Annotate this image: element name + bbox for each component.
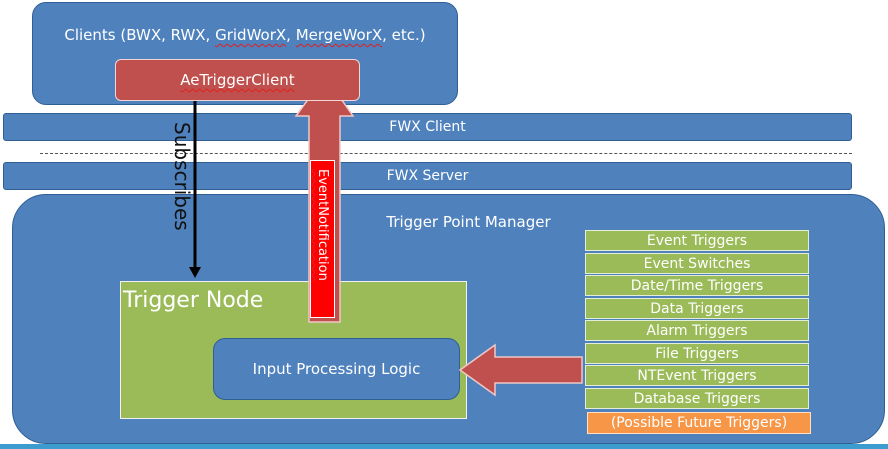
clients-title: Clients (BWX, RWX, GridWorX, MergeWorX, …	[64, 26, 426, 44]
future-trigger-item: (Possible Future Triggers)	[587, 412, 811, 434]
trigger-item: Date/Time Triggers	[585, 275, 809, 296]
trigger-item: NTEvent Triggers	[585, 365, 809, 386]
ae-trigger-client-box: AeTriggerClient	[115, 59, 360, 101]
input-processing-logic-box: Input Processing Logic	[213, 338, 460, 400]
trigger-item: Event Triggers	[585, 230, 809, 251]
fwx-client-bar: FWX Client	[3, 113, 852, 141]
fwx-server-label: FWX Server	[386, 168, 469, 184]
fwx-client-label: FWX Client	[389, 119, 466, 135]
event-notification-box	[310, 160, 335, 318]
input-processing-logic-label: Input Processing Logic	[252, 360, 421, 378]
trigger-item: Database Triggers	[585, 388, 809, 409]
trigger-item: File Triggers	[585, 343, 809, 364]
fwx-server-bar: FWX Server	[3, 162, 852, 190]
subscribes-arrow-head	[189, 267, 201, 278]
bottom-accent-line	[0, 444, 888, 449]
ae-trigger-client-label: AeTriggerClient	[180, 71, 295, 89]
trigger-point-manager-title: Trigger Point Manager	[386, 213, 551, 231]
trigger-node-title: Trigger Node	[123, 288, 264, 313]
subscribes-label: Subscribes	[170, 122, 194, 231]
trigger-input-arrow	[458, 343, 583, 397]
event-notification-label: EventNotification	[315, 169, 330, 281]
client-server-divider	[40, 153, 852, 154]
trigger-item: Alarm Triggers	[585, 320, 809, 341]
trigger-item: Data Triggers	[585, 298, 809, 319]
trigger-item: Event Switches	[585, 253, 809, 274]
